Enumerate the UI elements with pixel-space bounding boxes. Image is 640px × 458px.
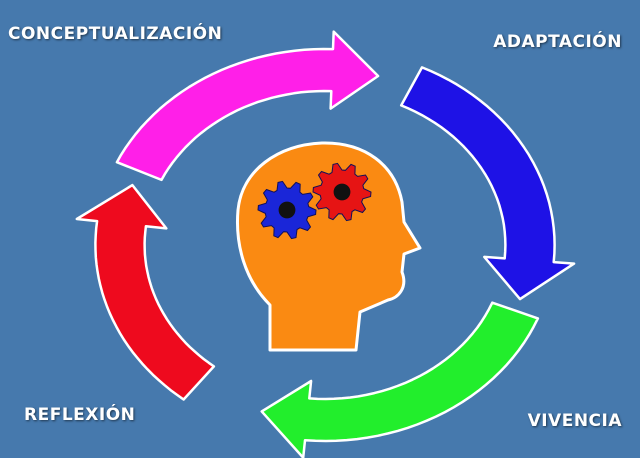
label-conceptualizacion: CONCEPTUALIZACIÓN <box>8 24 223 44</box>
red-gear-hub <box>333 183 351 201</box>
label-reflexion: REFLEXIÓN <box>24 405 136 425</box>
red-gear-icon <box>312 162 372 222</box>
label-vivencia: VIVENCIA <box>527 411 622 431</box>
blue-gear-icon <box>257 180 317 240</box>
arrow-adaptacion <box>399 66 576 301</box>
arrow-conceptualizacion <box>115 30 380 182</box>
blue-gear-hub <box>278 201 296 219</box>
arrow-reflexion <box>75 183 216 401</box>
arrow-vivencia <box>260 301 540 458</box>
label-adaptacion: ADAPTACIÓN <box>493 32 622 52</box>
cycle-arrows <box>75 30 576 458</box>
